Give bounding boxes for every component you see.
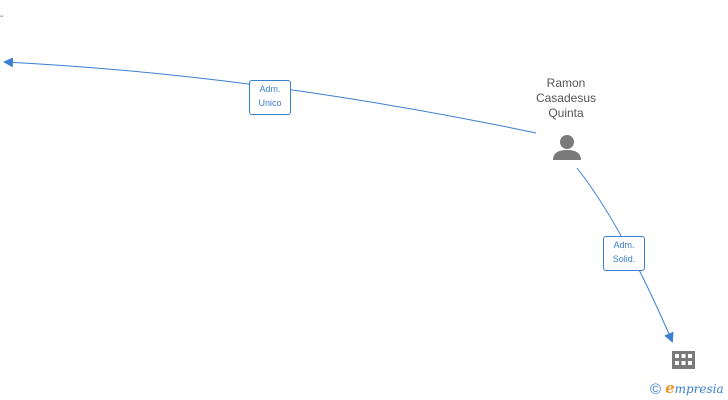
- building-icon[interactable]: [672, 351, 695, 369]
- edge-label-line-1: Adm.: [613, 240, 635, 250]
- person-name-line-2: Casadesus: [535, 91, 597, 105]
- person-name-line-1: Ramon: [546, 76, 586, 90]
- empresia-watermark[interactable]: © empresia: [650, 379, 724, 399]
- brand-initial: e: [665, 379, 675, 397]
- person-icon[interactable]: [553, 135, 581, 160]
- person-name-label[interactable]: Ramon Casadesus Quinta: [516, 76, 616, 121]
- brand-name: mpresia: [674, 382, 724, 396]
- edge-label-adm-solid[interactable]: Adm. Solid.: [603, 236, 645, 271]
- copyright-icon: ©: [650, 380, 662, 398]
- edge-label-line-2: Solid.: [612, 254, 636, 264]
- edge-label-adm-unico[interactable]: Adm. Unico: [249, 80, 291, 115]
- offscreen-node-marker: -: [0, 11, 4, 22]
- brand-logo: empresia: [665, 381, 724, 397]
- edge-label-line-1: Adm.: [259, 84, 281, 94]
- person-name-line-3: Quinta: [548, 106, 584, 120]
- edge-label-line-2: Unico: [258, 98, 282, 108]
